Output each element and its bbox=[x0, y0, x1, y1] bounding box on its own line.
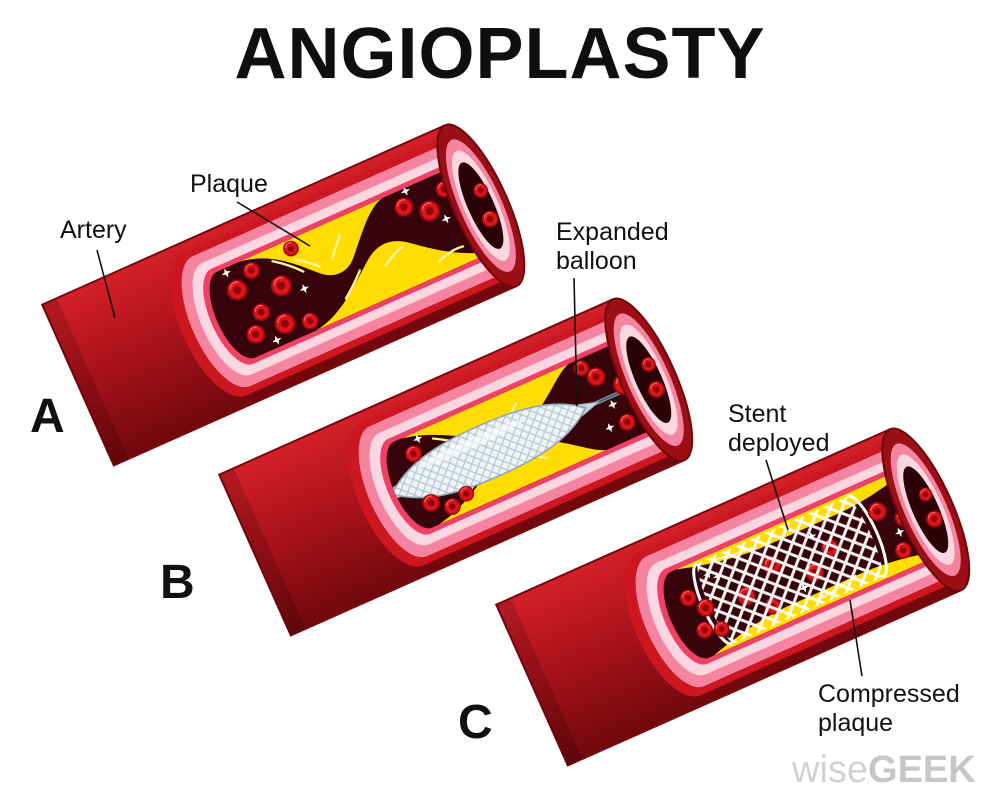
watermark-wise: wise bbox=[791, 749, 868, 791]
artery-label: Artery bbox=[60, 216, 127, 244]
artery-b-cut-end-shade bbox=[219, 468, 306, 636]
artery-b-illustration bbox=[217, 297, 694, 637]
step-letter-b: B bbox=[160, 556, 195, 609]
watermark: wiseGEEK bbox=[791, 749, 976, 791]
compressed-plaque-label: Compressed plaque bbox=[818, 680, 967, 737]
plaque-leader-line bbox=[236, 201, 311, 247]
artery-leader-line bbox=[96, 249, 116, 319]
step-letter-a: A bbox=[30, 390, 65, 443]
artery-a-cut-end-shade bbox=[42, 298, 129, 466]
leader-lines bbox=[96, 201, 863, 677]
stent-end-right bbox=[846, 494, 888, 579]
step-letter-c: C bbox=[458, 696, 493, 749]
stent-deployed-label: Stent deployed bbox=[728, 400, 829, 457]
artery-c-open-end bbox=[881, 427, 971, 592]
stent-mesh bbox=[696, 496, 884, 644]
page-title: ANGIOPLASTY bbox=[234, 14, 765, 94]
artery-a-illustration bbox=[40, 123, 526, 467]
plaque-bottom-a bbox=[316, 241, 500, 331]
artery-c-illustration bbox=[494, 427, 971, 767]
plaque-bottom-b bbox=[438, 440, 607, 525]
compressed-plaque-leader-line bbox=[849, 599, 863, 677]
compressed-plaque-bottom bbox=[713, 549, 945, 656]
artery-a-open-end bbox=[436, 123, 526, 288]
plaque-top-a bbox=[237, 198, 383, 276]
plaque-texture-lines-a bbox=[271, 234, 465, 300]
compressed-plaque-top bbox=[675, 466, 908, 570]
artery-c-lumen-contents bbox=[675, 466, 945, 656]
artery-b-open-end bbox=[604, 297, 694, 462]
balloon-leader-line bbox=[573, 277, 578, 407]
watermark-geek: GEEK bbox=[868, 749, 976, 791]
plaque-label: Plaque bbox=[190, 170, 268, 198]
artery-a-lumen-contents bbox=[219, 172, 500, 347]
artery-c-cut-end-shade bbox=[496, 598, 583, 766]
expanded-balloon-label: Expanded balloon bbox=[556, 218, 676, 275]
stent-leader-line bbox=[765, 459, 789, 531]
balloon-highlight bbox=[417, 419, 524, 468]
